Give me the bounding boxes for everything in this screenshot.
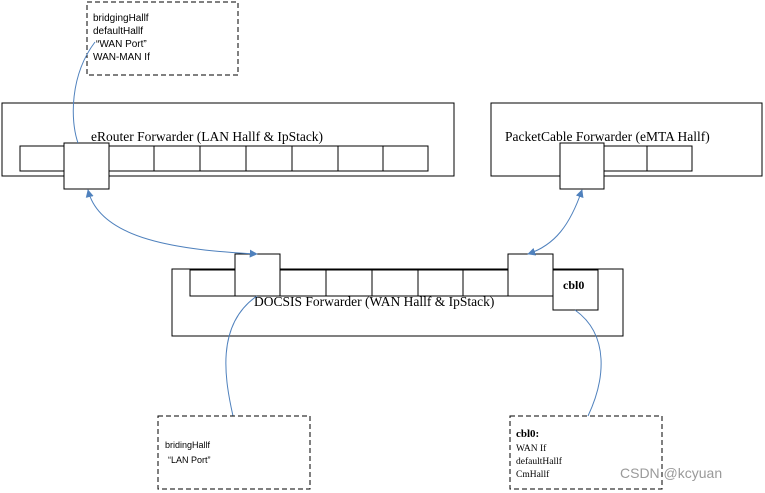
packetcable-forwarder-box: PacketCable Forwarder (eMTA Hallf) xyxy=(490,102,763,190)
packetcable-emta-port xyxy=(559,142,605,190)
erouter-forwarder-box: eRouter Forwarder (LAN Hallf & IpStack) xyxy=(1,102,455,190)
note-bottom-left-line-1: bridingHallf xyxy=(165,440,211,450)
connectors xyxy=(72,41,602,417)
arrow-erouter-docsis xyxy=(85,189,258,258)
note-top-left: bridgingHallf defaultHallf “WAN Port” WA… xyxy=(86,1,239,76)
note-bottom-right-title: cbl0: xyxy=(516,428,539,440)
note-bottom-right: cbl0: WAN If defaultHallf CmHallf xyxy=(509,415,663,490)
docsis-emta-port xyxy=(507,253,554,297)
note-bottom-right-line-2: defaultHallf xyxy=(516,456,563,467)
note-top-left-line-4: WAN-MAN If xyxy=(93,52,150,63)
connector-note-bottom-right xyxy=(574,309,602,417)
connector-note-bottom-left xyxy=(225,295,258,417)
docsis-forwarder-box: DOCSIS Forwarder (WAN Hallf & IpStack) c… xyxy=(171,253,624,337)
note-bottom-right-line-1: WAN If xyxy=(516,443,547,454)
note-top-left-line-3: “WAN Port” xyxy=(96,39,147,50)
note-top-left-line-2: defaultHallf xyxy=(93,26,143,37)
erouter-wan-port xyxy=(63,142,110,190)
note-bottom-right-line-3: CmHallf xyxy=(516,469,550,480)
docsis-cbl0-label: cbl0 xyxy=(563,278,584,292)
docsis-forwarder-label: DOCSIS Forwarder (WAN Hallf & IpStack) xyxy=(254,294,494,309)
packetcable-forwarder-label: PacketCable Forwarder (eMTA Hallf) xyxy=(505,129,710,144)
erouter-port-row xyxy=(19,142,429,190)
erouter-forwarder-label: eRouter Forwarder (LAN Hallf & IpStack) xyxy=(91,129,323,144)
docsis-port-row xyxy=(189,253,599,311)
note-bottom-left-line-2: “LAN Port” xyxy=(168,455,211,465)
note-bottom-left: bridingHallf “LAN Port” xyxy=(157,415,311,490)
watermark: CSDN @kcyuan xyxy=(620,465,722,481)
note-top-left-line-1: bridgingHallf xyxy=(93,13,149,24)
connector-note-top-left xyxy=(72,41,96,144)
arrow-packetcable-docsis xyxy=(527,189,584,256)
docsis-lan-port xyxy=(234,253,281,297)
packetcable-port-row xyxy=(559,142,693,190)
